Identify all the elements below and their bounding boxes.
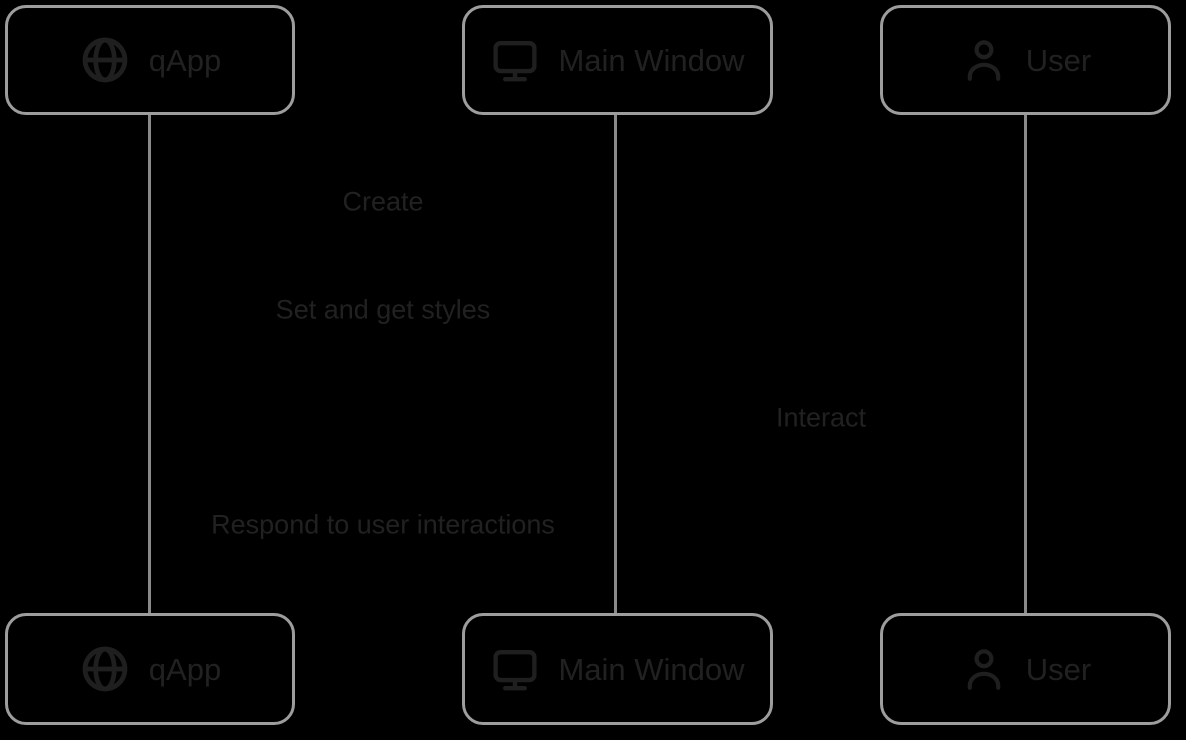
actor-label-main-window: Main Window: [558, 651, 745, 687]
monitor-icon: [490, 35, 540, 85]
monitor-icon: [490, 644, 540, 694]
actor-label-main-window: Main Window: [558, 42, 745, 78]
actor-label-user: User: [1025, 42, 1092, 78]
message-label-set-and-get-styles: Set and get styles: [275, 294, 491, 325]
lifeline-main-window: [614, 114, 617, 614]
globe-icon: [79, 643, 131, 695]
actor-label-user: User: [1025, 651, 1092, 687]
globe-icon: [79, 34, 131, 86]
actor-label-qapp: qApp: [148, 651, 222, 687]
actor-box-main-window-top: Main Window: [462, 5, 773, 115]
lifeline-qapp: [148, 114, 151, 614]
actor-box-qapp-top: qApp: [5, 5, 295, 115]
person-icon: [960, 36, 1008, 84]
actor-box-user-top: User: [880, 5, 1171, 115]
actor-box-qapp-bottom: qApp: [5, 613, 295, 725]
message-label-respond-to-user-interactions: Respond to user interactions: [211, 509, 555, 540]
actor-box-user-bottom: User: [880, 613, 1171, 725]
message-label-create: Create: [342, 186, 424, 217]
person-icon: [960, 645, 1008, 693]
lifeline-user: [1024, 114, 1027, 614]
message-label-interact: Interact: [775, 402, 867, 433]
actor-box-main-window-bottom: Main Window: [462, 613, 773, 725]
actor-label-qapp: qApp: [148, 42, 222, 78]
